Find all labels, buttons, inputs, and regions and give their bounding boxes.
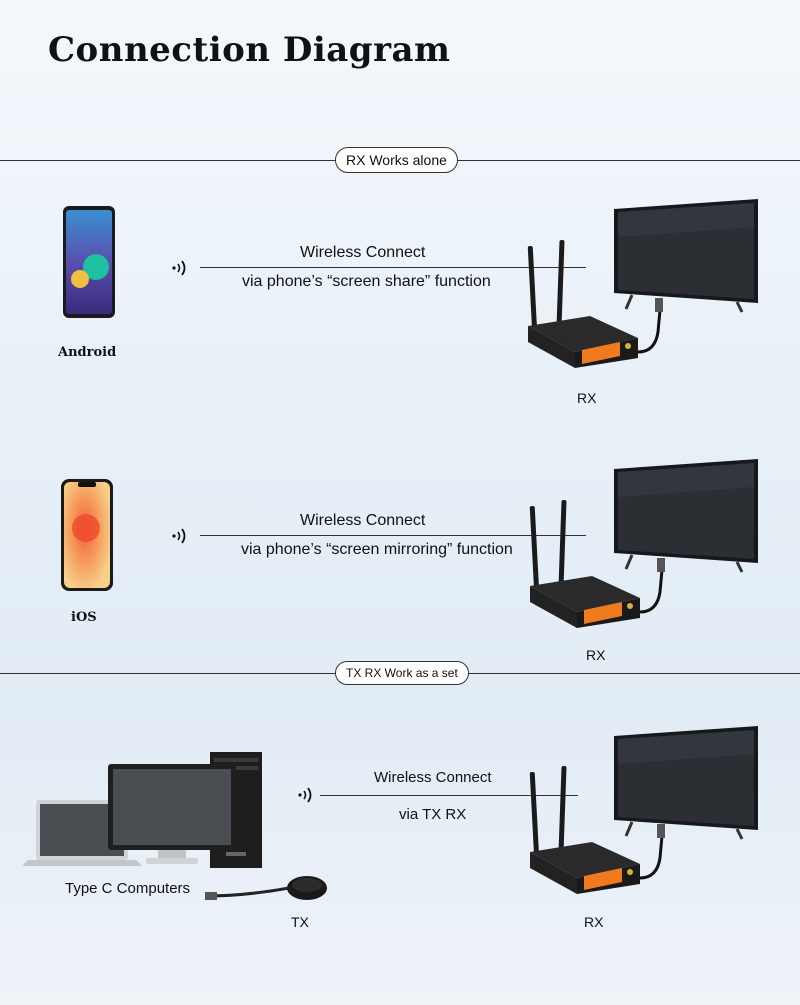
wireless-signal-icon bbox=[172, 260, 186, 276]
wireless-connect-label: Wireless Connect bbox=[300, 512, 426, 529]
rx-receiver bbox=[522, 766, 672, 896]
type-c-computers bbox=[22, 752, 272, 877]
page-title: Connection Diagram bbox=[48, 30, 451, 70]
rx-receiver bbox=[522, 500, 672, 630]
section-label-tx-rx: TX RX Work as a set bbox=[335, 661, 469, 685]
type-c-computers-label: Type C Computers bbox=[65, 880, 191, 897]
connect-method-label: via TX RX bbox=[399, 806, 467, 823]
wireless-signal-icon bbox=[172, 528, 186, 544]
connect-method-label: via phone’s “screen share” function bbox=[242, 273, 491, 290]
connection-line bbox=[200, 535, 586, 536]
connect-method-label: via phone’s “screen mirroring” function bbox=[241, 541, 513, 558]
connection-line bbox=[200, 267, 586, 268]
connection-line bbox=[320, 795, 578, 796]
rx-label: RX bbox=[584, 914, 604, 930]
android-phone bbox=[62, 205, 116, 324]
rx-label: RX bbox=[586, 647, 606, 663]
ios-label: iOS bbox=[71, 610, 97, 625]
tx-label: TX bbox=[291, 914, 309, 930]
section-label-rx-alone: RX Works alone bbox=[335, 147, 458, 173]
wireless-connect-label: Wireless Connect bbox=[374, 769, 492, 786]
android-label: Android bbox=[58, 345, 117, 360]
ios-phone bbox=[60, 478, 114, 597]
rx-label: RX bbox=[577, 390, 597, 406]
wireless-signal-icon bbox=[298, 787, 312, 803]
tx-transmitter bbox=[204, 870, 330, 915]
rx-receiver bbox=[520, 240, 670, 370]
wireless-connect-label: Wireless Connect bbox=[300, 244, 426, 261]
